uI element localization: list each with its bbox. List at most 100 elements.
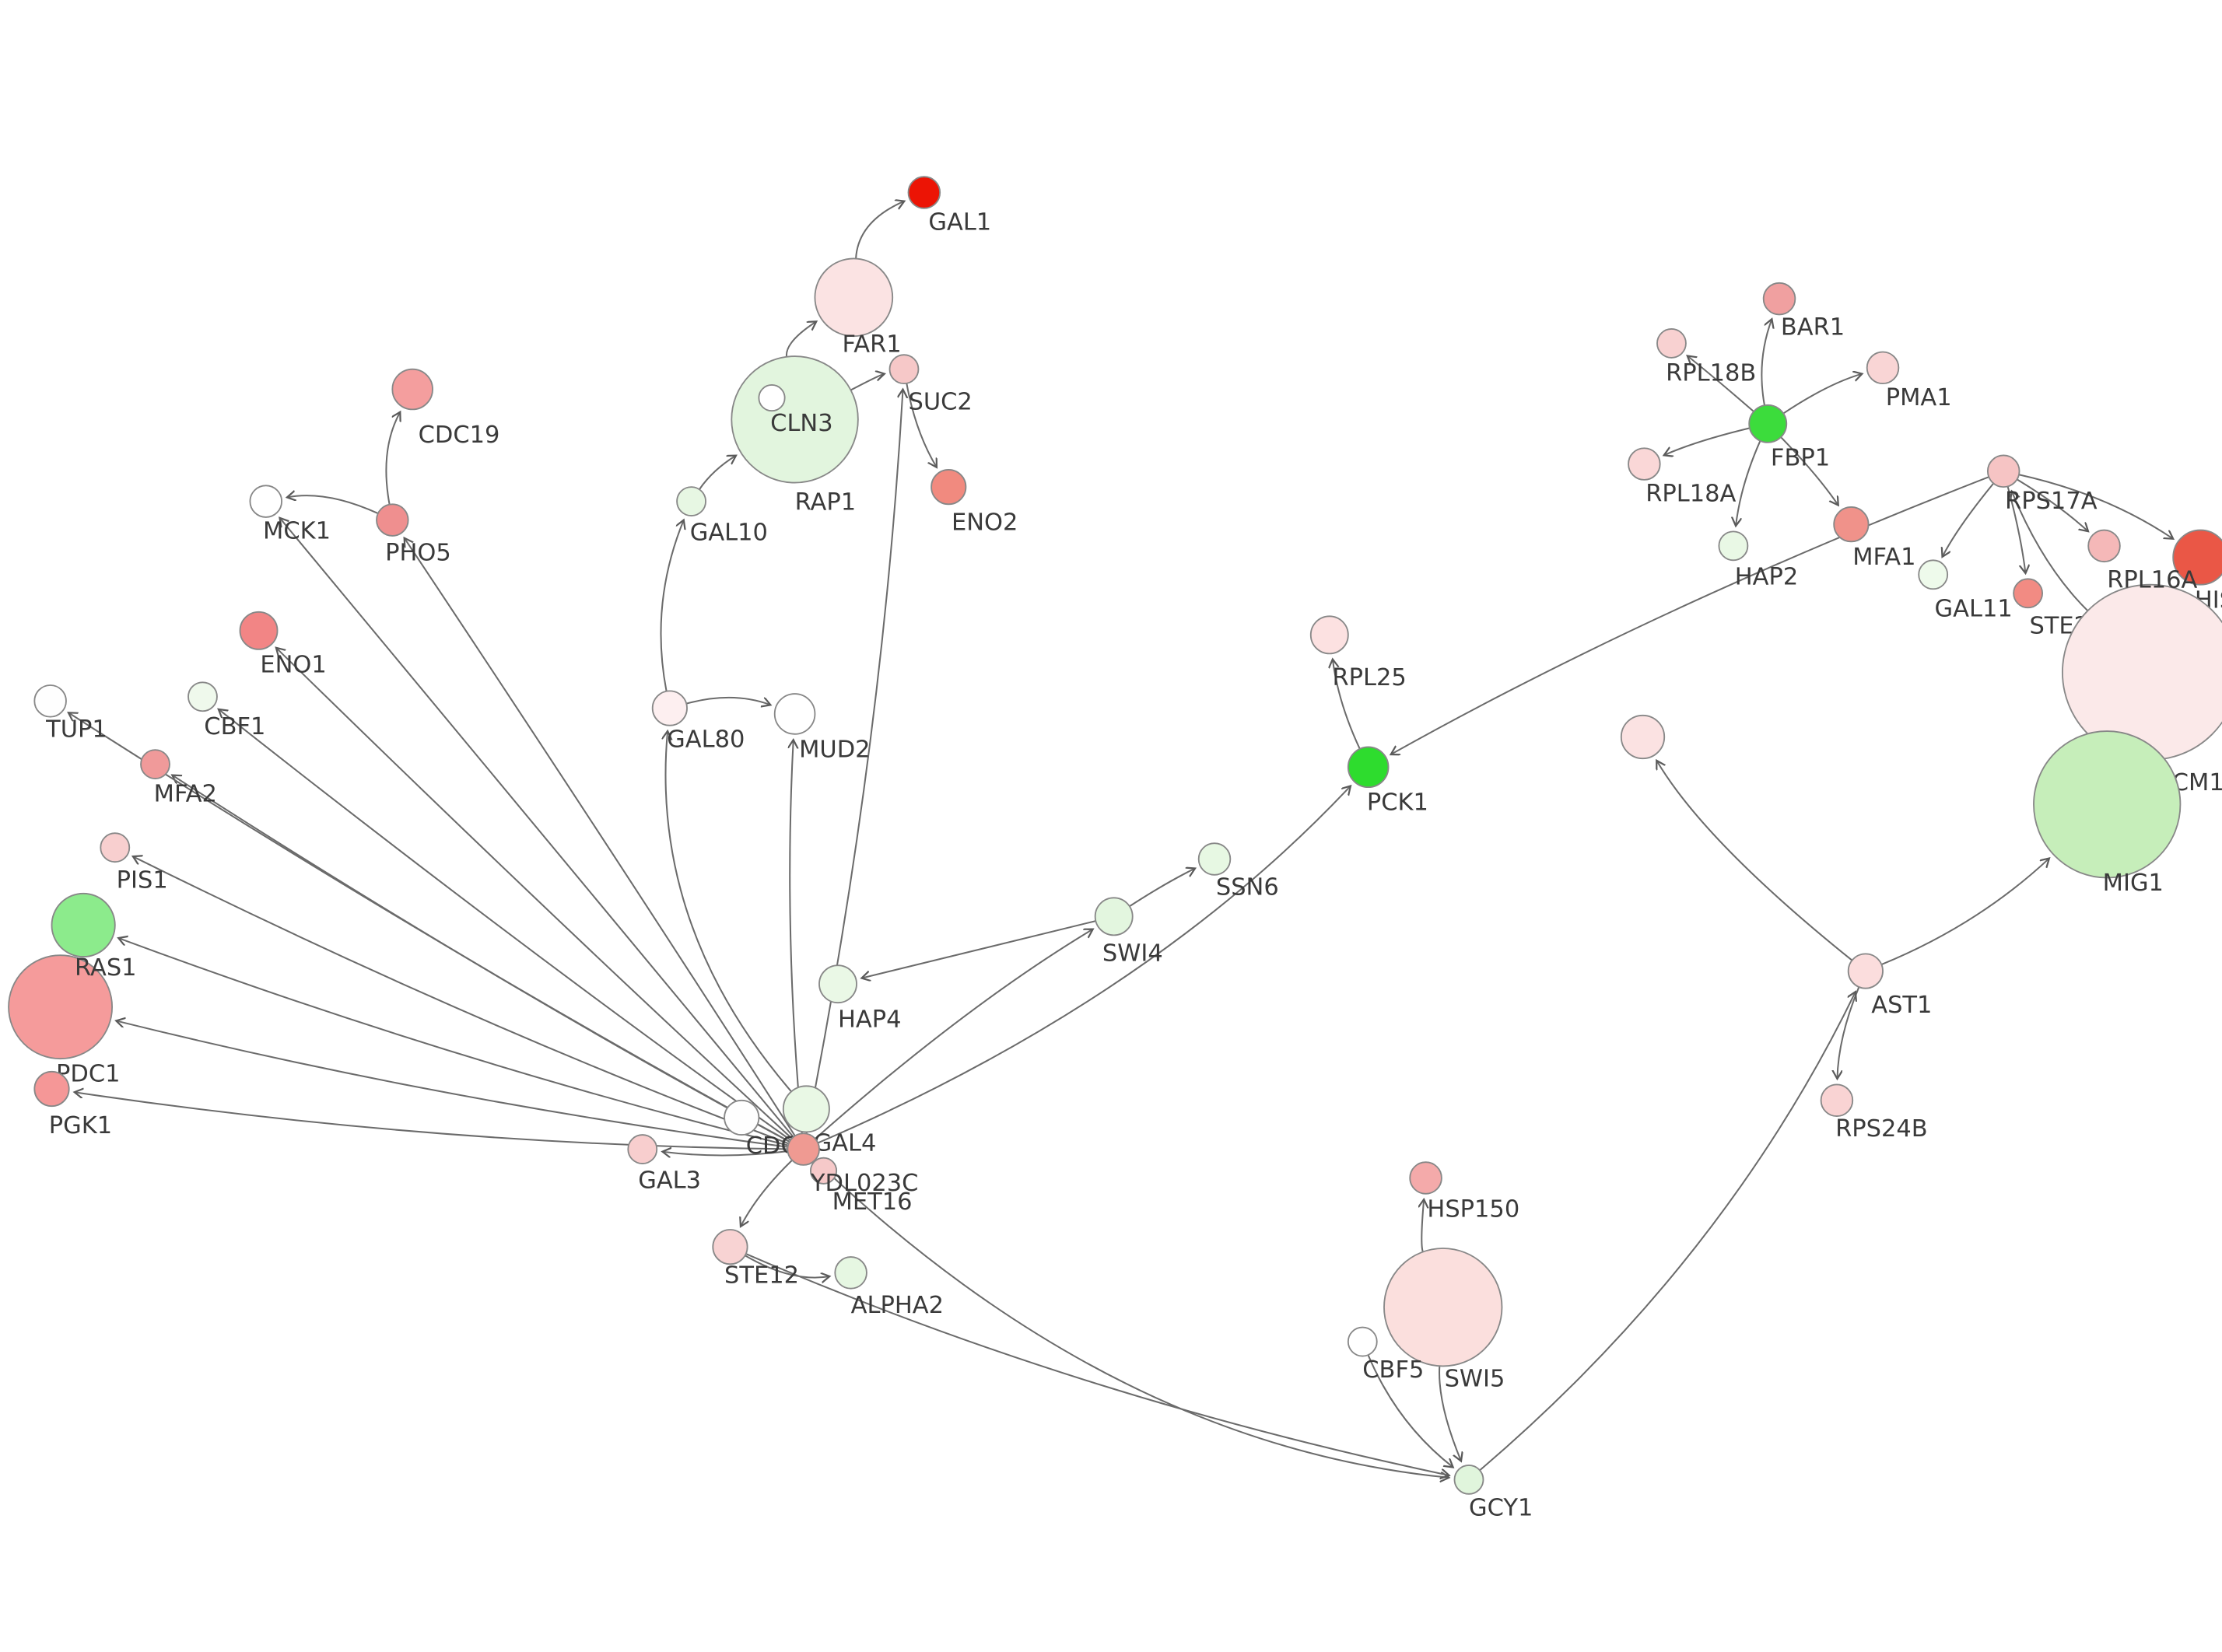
node-swi4[interactable] [1094, 897, 1134, 936]
edge-ast1-rps24b[interactable] [1837, 986, 1860, 1079]
edge-ydl023c-pck1[interactable] [817, 786, 1351, 1144]
edge-ydl023c-gcy1[interactable] [814, 1159, 1449, 1478]
edge-swi5-hsp150[interactable] [1421, 1199, 1424, 1252]
node-ydl023c[interactable] [787, 1132, 820, 1166]
node-gal4[interactable] [782, 1085, 830, 1133]
node-pck1[interactable] [1347, 746, 1390, 789]
edge-ydl023c-ras1[interactable] [118, 938, 789, 1146]
node-cdc6[interactable] [724, 1099, 760, 1136]
edge-cln3-far1[interactable] [786, 321, 816, 357]
edge-pho5-cdc19[interactable] [385, 412, 400, 505]
node-mig1[interactable] [2033, 730, 2182, 879]
node-eno1[interactable] [239, 611, 279, 650]
edge-rps17a-his4[interactable] [2018, 474, 2173, 539]
node-pma1[interactable] [1866, 351, 1900, 385]
node-swi5[interactable] [1383, 1248, 1503, 1367]
node-ast1[interactable] [1847, 953, 1884, 989]
edge-ydl023c-mud2[interactable] [790, 740, 803, 1134]
edge-ydl023c-mck1[interactable] [279, 518, 794, 1138]
edge-ste12-gcy1[interactable] [745, 1253, 1449, 1475]
node-mfa2[interactable] [140, 749, 170, 779]
node-rpl16a[interactable] [2087, 529, 2121, 563]
edge-ydl023c-suc2[interactable] [805, 390, 903, 1134]
node-pgk1[interactable] [33, 1070, 70, 1108]
edge-ydl023c-gal3[interactable] [662, 1151, 788, 1155]
node-cbf5[interactable] [1347, 1326, 1378, 1357]
node-unnamed[interactable] [1620, 714, 1666, 760]
edge-rps17a-pck1[interactable] [1391, 476, 1989, 754]
node-rpl18a[interactable] [1628, 447, 1661, 481]
node-gal10[interactable] [676, 486, 706, 516]
node-cbf1[interactable] [188, 681, 218, 712]
node-rpl25[interactable] [1309, 615, 1349, 655]
node-his4[interactable] [2172, 529, 2222, 586]
edge-ydl023c-cbf1[interactable] [219, 709, 791, 1141]
edge-far1-gal1[interactable] [855, 201, 904, 259]
edge-fbp1-rpl18b[interactable] [1688, 355, 1754, 412]
edge-rps17a-gal11[interactable] [1943, 482, 1995, 557]
node-ste12[interactable] [712, 1229, 748, 1265]
edge-pho5-mck1[interactable] [287, 495, 379, 515]
node-suc2[interactable] [888, 354, 920, 385]
node-pis1[interactable] [100, 832, 131, 863]
edge-fbp1-pma1[interactable] [1782, 374, 1862, 415]
edge-gal80-mud2[interactable] [686, 696, 770, 705]
edge-ydl023c-ste12[interactable] [741, 1160, 793, 1227]
edge-swi4-hap4[interactable] [861, 920, 1096, 978]
node-rps24b[interactable] [1820, 1083, 1854, 1118]
node-rap1[interactable] [758, 384, 786, 412]
edge-ast1-mig1[interactable] [1880, 859, 2049, 965]
node-rpl18b[interactable] [1656, 328, 1687, 359]
edge-ydl023c-eno1[interactable] [276, 648, 793, 1139]
edge-fbp1-hap2[interactable] [1736, 440, 1761, 526]
node-mfa1[interactable] [1833, 506, 1870, 543]
edge-swi5-gcy1[interactable] [1439, 1366, 1461, 1461]
edge-ydl023c-pdc1[interactable] [116, 1020, 788, 1148]
edge-gal10-cln3[interactable] [699, 456, 736, 490]
node-far1[interactable] [814, 257, 894, 338]
node-ras1[interactable] [51, 892, 116, 957]
edge-fbp1-mfa1[interactable] [1780, 436, 1838, 506]
edge-gal4-gal80[interactable] [665, 731, 792, 1093]
node-gcy1[interactable] [1453, 1464, 1484, 1495]
node-ste2[interactable] [2013, 578, 2044, 609]
node-pho5[interactable] [376, 503, 409, 537]
edge-ydl023c-swi4[interactable] [815, 929, 1093, 1139]
edge-cln3-suc2[interactable] [850, 374, 885, 391]
node-gal3[interactable] [627, 1134, 658, 1164]
node-hap4[interactable] [818, 964, 857, 1004]
edge-mcm1-rps17a[interactable] [2012, 491, 2089, 612]
edge-gcy1-ast1[interactable] [1479, 992, 1856, 1472]
node-mud2[interactable] [773, 693, 816, 735]
node-pdc1[interactable] [8, 954, 114, 1060]
edge-pck1-rpl25[interactable] [1333, 660, 1361, 750]
edge-cbf5-gcy1[interactable] [1367, 1354, 1453, 1467]
node-gal80[interactable] [651, 690, 688, 726]
edge-ydl023c-mfa2[interactable] [172, 775, 790, 1143]
node-gal1[interactable] [907, 176, 941, 209]
edge-fbp1-rpl18a[interactable] [1664, 427, 1751, 455]
node-bar1[interactable] [1762, 282, 1796, 316]
node-gal11[interactable] [1918, 559, 1949, 590]
node-fbp1[interactable] [1748, 404, 1788, 443]
node-cdc19[interactable] [391, 368, 433, 411]
edge-swi4-ssn6[interactable] [1129, 868, 1195, 908]
edge-fbp1-bar1[interactable] [1761, 319, 1772, 406]
edge-rps17a-rpl16a[interactable] [2017, 478, 2088, 531]
edge-ydl023c-pgk1[interactable] [75, 1092, 788, 1150]
node-ssn6[interactable] [1197, 842, 1232, 876]
edge-ast1-unnamed[interactable] [1656, 761, 1853, 961]
node-alpha2[interactable] [834, 1256, 867, 1290]
node-mck1[interactable] [249, 485, 283, 518]
edge-suc2-eno2[interactable] [906, 383, 937, 467]
edge-ydl023c-pho5[interactable] [405, 538, 796, 1136]
node-hap2[interactable] [1718, 530, 1749, 562]
node-rps17a[interactable] [1986, 454, 2020, 488]
edge-ydl023c-tup1[interactable] [68, 712, 790, 1143]
node-eno2[interactable] [931, 469, 967, 506]
node-hsp150[interactable] [1409, 1161, 1442, 1195]
edge-ydl023c-pis1[interactable] [133, 856, 789, 1145]
node-met16[interactable] [809, 1157, 838, 1185]
edge-ste12-alpha2[interactable] [745, 1255, 830, 1277]
